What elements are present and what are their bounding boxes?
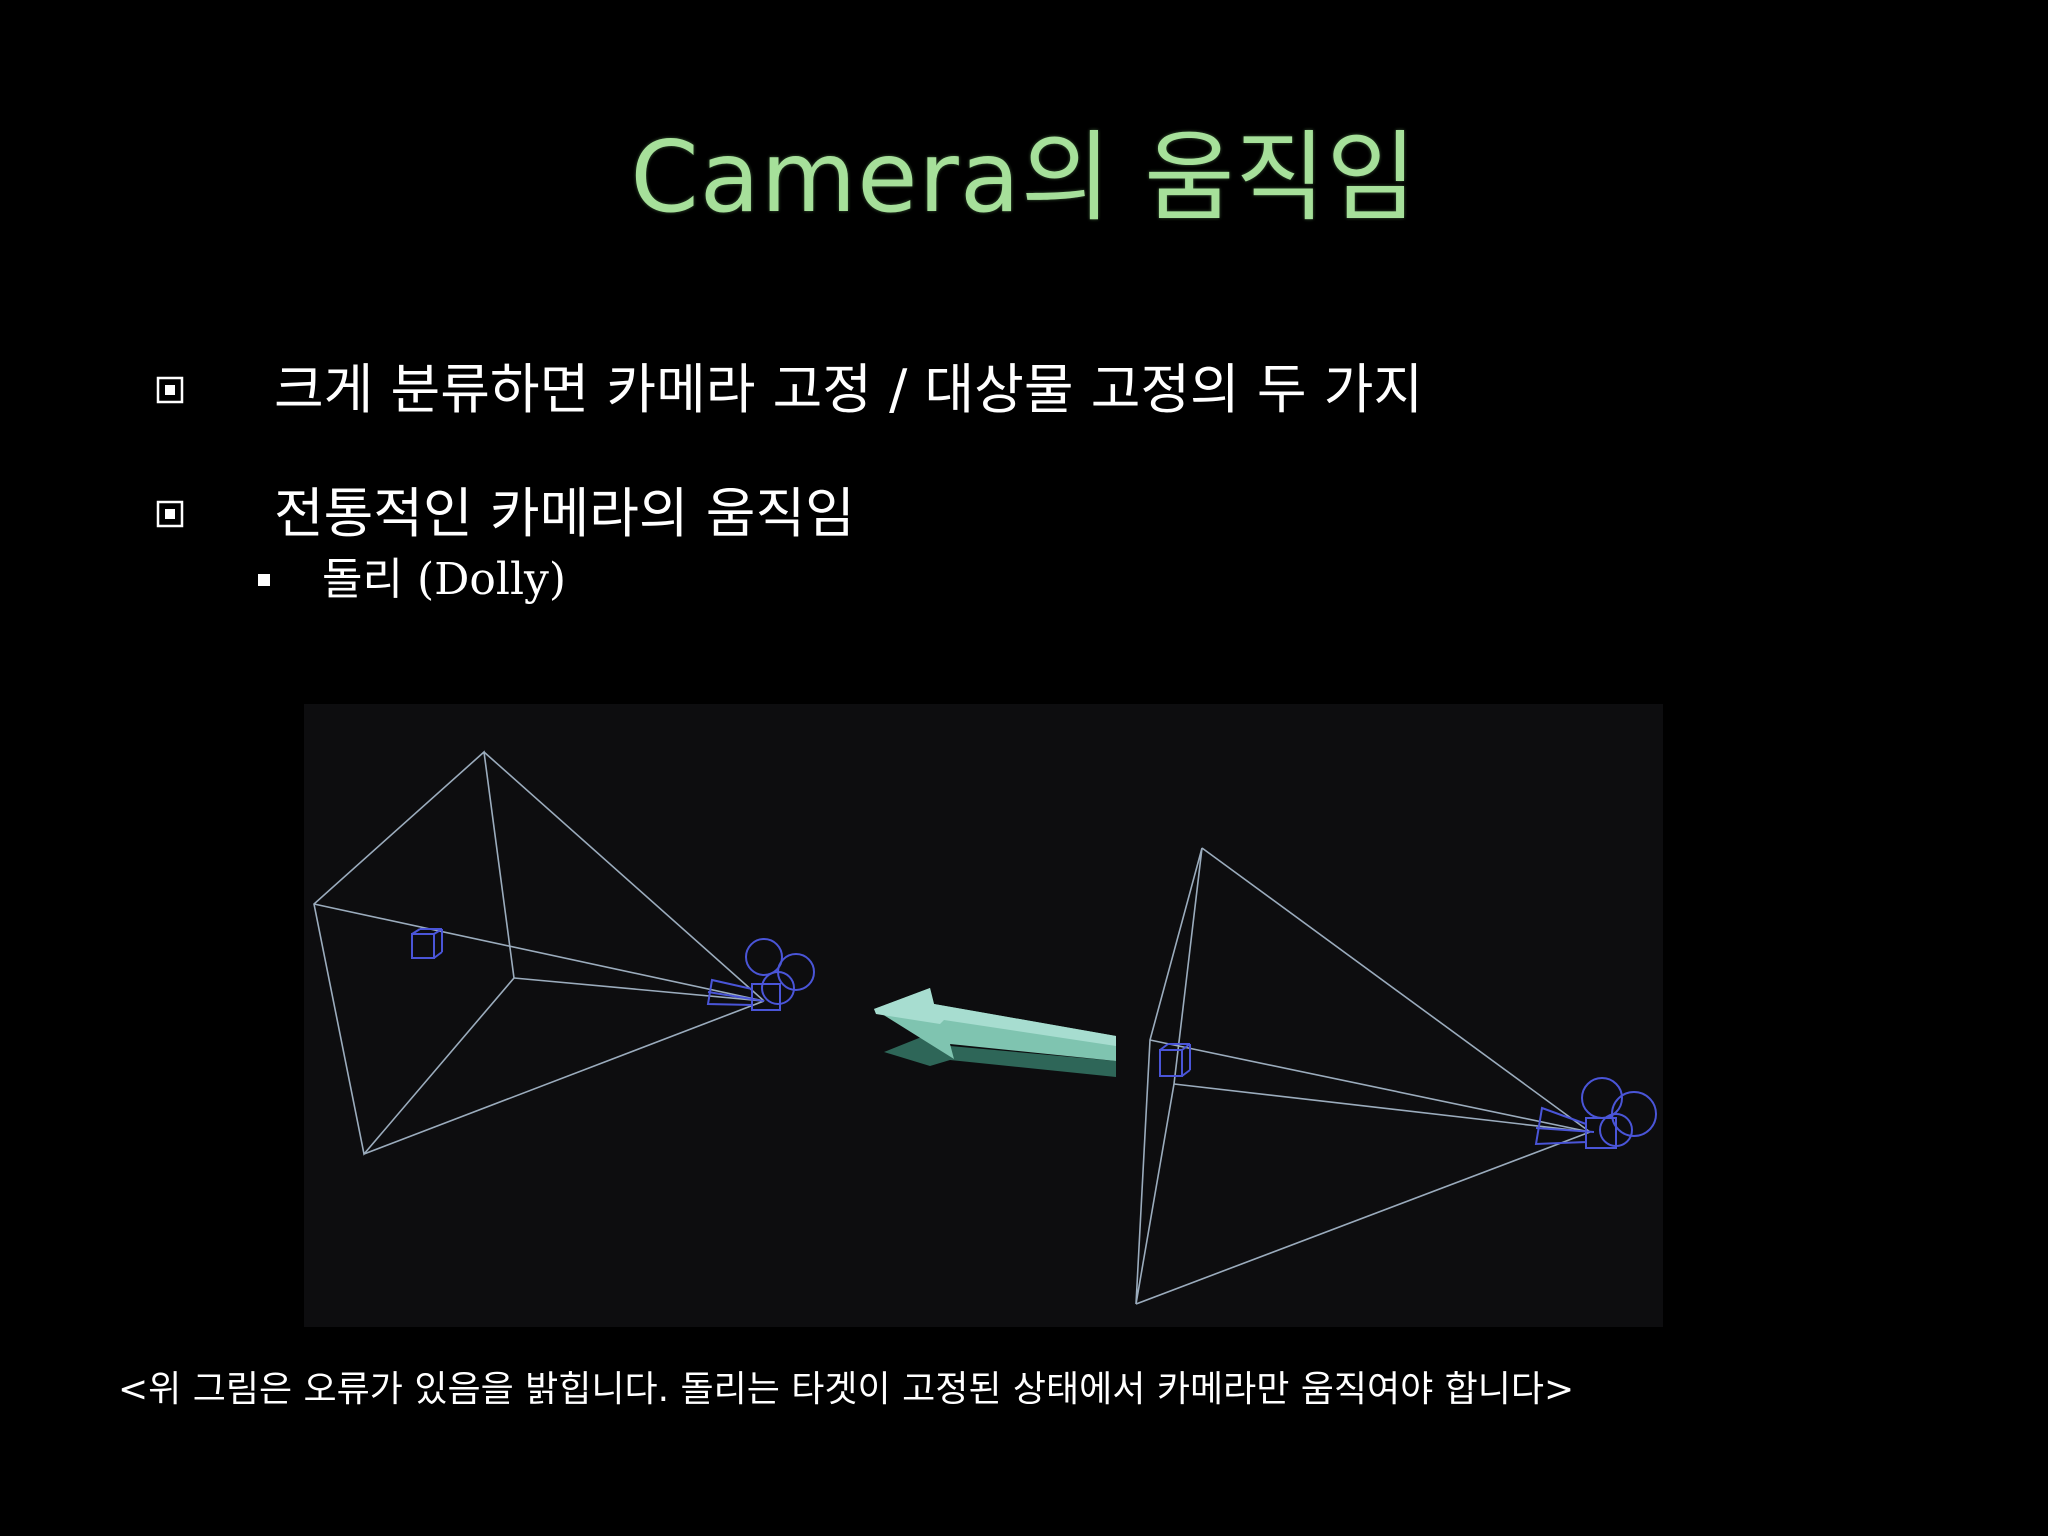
sub-bullet-dolly: 돌리 (Dolly) [258, 552, 566, 608]
filled-square-bullet-icon [258, 574, 270, 586]
sub-bullet-korean: 돌리 [322, 554, 417, 605]
bullet-item-traditional-movement: 전통적인 카메라의 움직임 [156, 480, 855, 548]
bullet-text: 크게 분류하면 카메라 고정 / 대상물 고정의 두 가지 [274, 358, 1424, 421]
boxed-square-bullet-icon [156, 376, 184, 404]
sub-bullet-text: 돌리 (Dolly) [322, 552, 566, 608]
sub-bullet-latin: (Dolly) [416, 554, 567, 605]
left-arrow-icon [874, 988, 1116, 1077]
left-camera-frustum [313, 750, 765, 1156]
right-camera-frustum [1135, 847, 1591, 1305]
dolly-diagram-svg [313, 750, 1657, 1305]
bullet-item-classification: 크게 분류하면 카메라 고정 / 대상물 고정의 두 가지 [156, 356, 1423, 424]
figure-caption: <위 그림은 오류가 있음을 밝힙니다. 돌리는 타겟이 고정된 상태에서 카메… [118, 1369, 1575, 1410]
dolly-illustration [304, 704, 1663, 1327]
right-camera-icon [1534, 1077, 1657, 1149]
right-camera-target-box [1159, 1043, 1191, 1077]
boxed-square-bullet-icon [156, 500, 184, 528]
bullet-text: 전통적인 카메라의 움직임 [274, 482, 855, 545]
slide-title: Camera의 움직임 [630, 121, 1418, 235]
left-camera-target-box [411, 928, 443, 959]
left-camera-icon [706, 938, 815, 1011]
